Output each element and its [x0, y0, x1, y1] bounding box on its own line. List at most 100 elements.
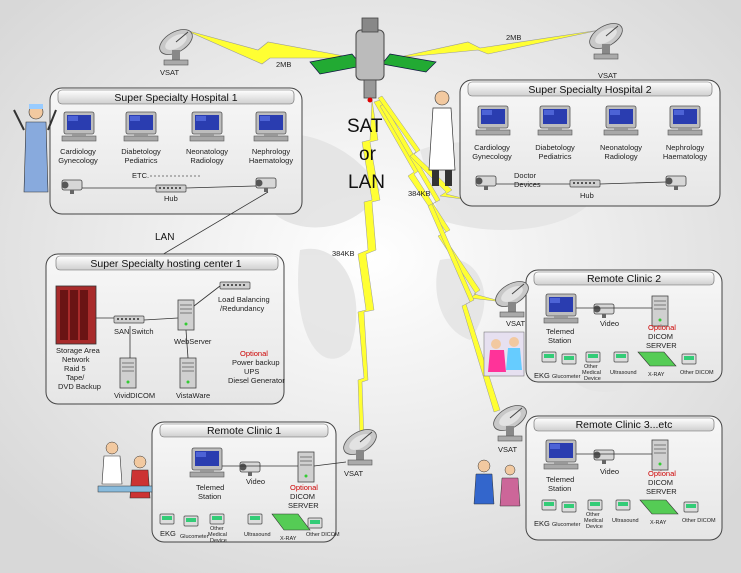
ultrasound-label: Ultrasound: [610, 370, 637, 376]
other-dicom-label: Other DICOM: [682, 518, 716, 524]
glucometer-label: Glucometer: [180, 534, 209, 540]
storage-line2: Network: [62, 355, 90, 364]
dept-haematology: Haematology: [663, 152, 707, 161]
hospital1-title: Super Specialty Hospital 1: [114, 92, 237, 104]
other-label: Other: [586, 512, 600, 518]
medical-device-icon: [209, 513, 225, 525]
ultrasound-label: Ultrasound: [612, 518, 639, 524]
glucometer-icon: [183, 515, 199, 527]
vsat-label-clinic1: VSAT: [344, 469, 363, 478]
vsat-label-top-right: VSAT: [598, 71, 617, 80]
server-label: SERVER: [646, 341, 677, 350]
ultrasound-label: Ultrasound: [244, 532, 271, 538]
dept-diabetology: Diabetology: [535, 143, 575, 152]
vistaware-label: VistaWare: [176, 391, 210, 400]
bandwidth-384-right: 384KB: [408, 189, 431, 198]
vsat-label-clinic3: VSAT: [498, 445, 517, 454]
dept-pediatrics: Pediatrics: [539, 152, 572, 161]
ekg-icon: [159, 513, 175, 525]
other-label: Other: [584, 364, 598, 370]
san-switch-label: SAN Switch: [114, 327, 154, 336]
computer-icon: [543, 293, 579, 324]
clinic2-panel: Remote Clinic 2 Telemed Station Video Op…: [525, 269, 723, 383]
ultrasound-icon: [613, 351, 629, 363]
xray-label: X-RAY: [280, 536, 297, 542]
telemed-label: Telemed: [546, 475, 574, 484]
computer-icon: [189, 447, 225, 478]
power-backup-line3: Diesel Generator: [228, 376, 285, 385]
medical-label: Medical: [584, 518, 603, 524]
dept-haematology: Haematology: [249, 156, 293, 165]
lan-link: [149, 191, 269, 263]
storage-line5: DVD Backup: [58, 382, 101, 391]
glucometer-icon: [561, 353, 577, 365]
medical-label: Medical: [208, 532, 227, 538]
hub-icon: [155, 184, 187, 193]
dicom-label: DICOM: [290, 492, 315, 501]
ekg-label: EKG: [534, 519, 550, 528]
or-label: or: [359, 144, 377, 165]
etc-label: ETC.: [132, 171, 149, 180]
hub-label: Hub: [164, 194, 178, 203]
dept-gynecology: Gynecology: [58, 156, 98, 165]
telemed-label: Telemed: [196, 483, 224, 492]
patient-scene-icon: [483, 331, 525, 377]
clinic1-title: Remote Clinic 1: [207, 425, 281, 437]
glucometer-icon: [561, 501, 577, 513]
webserver-label: WebServer: [174, 337, 212, 346]
station-label: Station: [198, 492, 221, 501]
webserver-icon: [177, 299, 195, 331]
computer-icon: [603, 105, 639, 136]
storage-line4: Tape/: [66, 373, 85, 382]
dept-cardiology: Cardiology: [474, 143, 510, 152]
satellite-icon: [309, 17, 437, 103]
dept-gynecology: Gynecology: [472, 152, 512, 161]
bandwidth-right: 2MB: [506, 33, 521, 42]
hospital2-title: Super Specialty Hospital 2: [528, 84, 651, 96]
server-icon: [297, 451, 315, 483]
computer-icon: [61, 111, 97, 142]
storage-rack-icon: [55, 285, 97, 345]
dept-neonatology: Neonatology: [600, 143, 642, 152]
doctor-label: Doctor: [514, 171, 537, 180]
medical-device-icon: [585, 351, 601, 363]
vsat-label-top-left: VSAT: [160, 68, 179, 77]
bandwidth-left: 2MB: [276, 60, 291, 69]
other-label: Other: [210, 526, 224, 532]
computer-icon: [253, 111, 289, 142]
other-dicom-label: Other DICOM: [306, 532, 340, 538]
device-label: Device: [584, 376, 601, 382]
other-dicom-icon: [683, 501, 699, 513]
link-to-clinic3: [379, 103, 501, 413]
other-dicom-icon: [307, 517, 323, 529]
medical-device-icon: [587, 499, 603, 511]
vistaware-server-icon: [179, 357, 197, 389]
clinic3-title: Remote Clinic 3...etc: [576, 419, 673, 431]
lan-label-center: LAN: [348, 172, 385, 193]
hosting-center-title: Super Specialty hosting center 1: [90, 258, 241, 270]
hub-label: Hub: [580, 191, 594, 200]
dept-radiology: Radiology: [604, 152, 638, 161]
computer-icon: [667, 105, 703, 136]
dept-cardiology: Cardiology: [60, 147, 96, 156]
computer-icon: [543, 439, 579, 470]
vividicom-server-icon: [119, 357, 137, 389]
xray-icon: [639, 499, 679, 515]
devices-label: Devices: [514, 180, 541, 189]
hospital1-panel: Super Specialty Hospital 1 Cardiology Gy…: [49, 87, 303, 215]
clinic3-panel: Remote Clinic 3...etc Telemed Station Vi…: [525, 415, 723, 541]
telemed-label: Telemed: [546, 327, 574, 336]
dept-nephrology: Nephrology: [252, 147, 291, 156]
consultation-scene-icon: [97, 441, 153, 499]
medical-label: Medical: [582, 370, 601, 376]
load-balancing-line1: Load Balancing: [218, 295, 270, 304]
ultrasound-icon: [247, 513, 263, 525]
vsat-label-clinic2: VSAT: [506, 319, 525, 328]
hospital2-panel: Super Specialty Hospital 2 Cardiology Gy…: [459, 79, 721, 207]
load-balancer-icon: [219, 281, 251, 290]
hub-icon: [569, 179, 601, 188]
dept-nephrology: Nephrology: [666, 143, 705, 152]
dept-radiology: Radiology: [190, 156, 224, 165]
video-label: Video: [600, 319, 619, 328]
